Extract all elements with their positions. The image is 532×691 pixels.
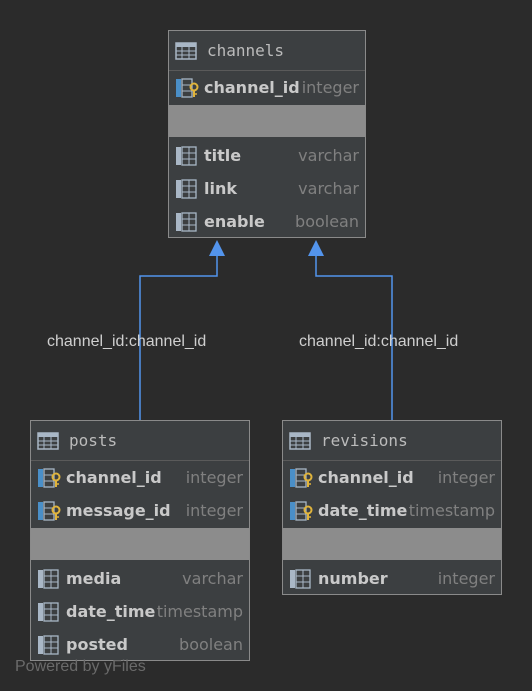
column-name: date_time [318,501,408,520]
column-icon [290,568,311,589]
column-type: varchar [298,146,359,165]
entity-title: posts [69,431,118,450]
entity-header: channels [169,31,365,71]
relation-label-revisions: channel_id:channel_id [299,333,459,350]
column-name: media [66,569,122,588]
relation-edge-revisions-channels[interactable] [315,256,393,420]
column-name: link [204,179,237,198]
column-row[interactable]: date_time timestamp [283,494,501,527]
column-type: timestamp [156,602,243,621]
column-icon [38,601,59,622]
entity-header: posts [31,421,249,461]
watermark: Powered by yFiles [15,658,146,675]
relation-label-posts: channel_id:channel_id [47,333,207,350]
table-icon [289,431,311,450]
entity-revisions[interactable]: revisions channel_id integer date_time t… [282,420,502,595]
entity-header: revisions [283,421,501,461]
key-separator [169,105,365,137]
column-row[interactable]: number integer [283,562,501,595]
entity-channels[interactable]: channels channel_id integer title varcha… [168,30,366,238]
column-row[interactable]: channel_id integer [169,71,365,104]
column-name: number [318,569,388,588]
column-name: channel_id [66,468,162,487]
column-icon [38,634,59,655]
column-row[interactable]: link varchar [169,172,365,205]
column-row[interactable]: posted boolean [31,628,249,661]
primary-key-column-icon [38,467,61,488]
entity-posts[interactable]: posts channel_id integer message_id inte… [30,420,250,661]
entity-title: channels [207,41,285,60]
column-type: boolean [179,635,243,654]
column-name: channel_id [318,468,414,487]
column-name: date_time [66,602,156,621]
column-row[interactable]: message_id integer [31,494,249,527]
column-row[interactable]: title varchar [169,139,365,172]
table-icon [37,431,59,450]
column-row[interactable]: channel_id integer [31,461,249,494]
column-type: varchar [298,179,359,198]
key-separator [283,528,501,560]
column-row[interactable]: media varchar [31,562,249,595]
column-type: integer [437,569,495,588]
entity-title: revisions [321,431,408,450]
column-row[interactable]: enable boolean [169,205,365,238]
column-name: title [204,146,242,165]
column-name: posted [66,635,128,654]
primary-key-column-icon [290,500,313,521]
column-name: message_id [66,501,171,520]
column-type: varchar [182,569,243,588]
column-type: integer [185,468,243,487]
relation-edge-posts-channels[interactable] [139,256,218,420]
column-name: enable [204,212,265,231]
table-icon [175,41,197,60]
relation-arrow-revisions-channels [308,240,324,256]
relation-arrow-posts-channels [209,240,225,256]
primary-key-column-icon [38,500,61,521]
key-separator [31,528,249,560]
primary-key-column-icon [176,77,199,98]
column-name: channel_id [204,78,300,97]
column-type: integer [437,468,495,487]
primary-key-column-icon [290,467,313,488]
column-row[interactable]: channel_id integer [283,461,501,494]
column-type: timestamp [408,501,495,520]
column-icon [176,211,197,232]
column-row[interactable]: date_time timestamp [31,595,249,628]
column-type: integer [185,501,243,520]
column-icon [176,178,197,199]
column-icon [176,145,197,166]
column-icon [38,568,59,589]
column-type: integer [301,78,359,97]
column-type: boolean [295,212,359,231]
